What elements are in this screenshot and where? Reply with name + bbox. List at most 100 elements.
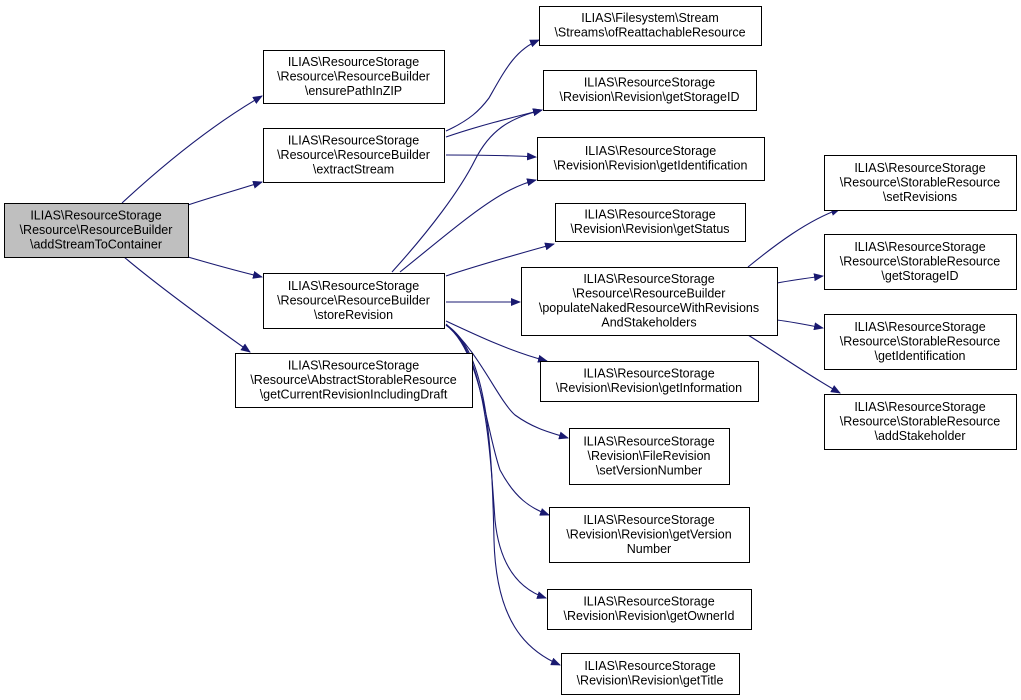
node-getCurrentRevisionIncludingDraft[interactable]: ILIAS\ResourceStorage\Resource\AbstractS… [235,353,473,408]
edge-extractStream-to-rev_getIdentification [445,152,537,161]
edge-root-to-ensurePathInZIP [121,95,263,204]
node-label-line: \Resource\StorableResource [840,254,1001,268]
node-label-line: \setVersionNumber [596,463,702,477]
node-label-line: \Revision\Revision\getOwnerId [564,609,735,623]
edge-root-to-extractStream [187,180,263,206]
edges [121,39,841,666]
node-label-line: AndStakeholders [601,316,696,330]
node-box [547,589,752,630]
node-rev_getIdentification[interactable]: ILIAS\ResourceStorage\Revision\Revision\… [537,137,765,181]
edge-extractStream-to-ofReattachableResource [445,39,540,132]
edge-storeRevision-to-rev_getStorageID [391,108,543,273]
edge-root-to-storeRevision [187,256,263,279]
node-box [824,314,1017,370]
node-label-line: \Revision\Revision\getIdentification [554,159,748,173]
node-label-line: ILIAS\ResourceStorage [584,659,715,673]
node-extractStream[interactable]: ILIAS\ResourceStorage\Resource\ResourceB… [263,128,445,183]
node-rev_getOwnerId[interactable]: ILIAS\ResourceStorage\Revision\Revision\… [547,589,752,630]
node-label-line: \Resource\ResourceBuilder [277,69,430,83]
node-rev_getVersionNumber[interactable]: ILIAS\ResourceStorage\Revision\Revision\… [549,507,750,563]
node-label-line: \addStreamToContainer [30,237,162,251]
node-label-line: \getIdentification [874,349,965,363]
node-rev_getStatus[interactable]: ILIAS\ResourceStorage\Revision\Revision\… [555,203,746,242]
node-label-line: ILIAS\ResourceStorage [288,358,419,372]
node-label-line: \Streams\ofReattachableResource [554,26,745,40]
node-box [537,137,765,181]
node-box [824,394,1017,450]
node-ensurePathInZIP[interactable]: ILIAS\ResourceStorage\Resource\ResourceB… [263,50,445,104]
node-label-line: \Revision\Revision\getInformation [556,381,742,395]
node-label-line: \Resource\StorableResource [840,414,1001,428]
node-label-line: ILIAS\ResourceStorage [583,513,714,527]
node-box [569,428,730,485]
node-rev_getStorageID[interactable]: ILIAS\ResourceStorage\Revision\Revision\… [543,70,757,111]
node-label-line: \Revision\Revision\getTitle [577,674,724,688]
node-label-line: ILIAS\ResourceStorage [584,76,715,90]
node-label-line: \setRevisions [883,190,957,204]
node-label-line: ILIAS\ResourceStorage [583,595,714,609]
node-label-line: ILIAS\ResourceStorage [854,161,985,175]
node-label-line: \addStakeholder [874,429,965,443]
node-sr_addStakeholder[interactable]: ILIAS\ResourceStorage\Resource\StorableR… [824,394,1017,450]
node-label-line: Number [627,542,671,556]
edge-storeRevision-to-rev_getTitle [445,324,561,666]
node-box [521,267,778,336]
node-label-line: ILIAS\ResourceStorage [585,144,716,158]
node-label-line: \Resource\StorableResource [840,175,1001,189]
node-label-line: ILIAS\ResourceStorage [30,208,161,222]
node-box [824,234,1017,290]
node-sr_getIdentification[interactable]: ILIAS\ResourceStorage\Resource\StorableR… [824,314,1017,370]
node-label-line: ILIAS\ResourceStorage [583,367,714,381]
node-box [555,203,746,242]
node-label-line: ILIAS\Filesystem\Stream [581,11,719,25]
node-box [263,50,445,104]
edge-populateNaked-to-sr_getIdentification [776,319,824,331]
node-root[interactable]: ILIAS\ResourceStorage\Resource\ResourceB… [4,203,189,258]
node-label-line: ILIAS\ResourceStorage [584,208,715,222]
edge-storeRevision-to-rev_getInformation [445,320,548,363]
node-label-line: \ensurePathInZIP [305,84,402,98]
node-label-line: \Revision\FileRevision [588,449,711,463]
node-label-line: ILIAS\ResourceStorage [854,400,985,414]
node-setVersionNumber[interactable]: ILIAS\ResourceStorage\Revision\FileRevis… [569,428,730,485]
edge-root-to-getCurrentRevisionIncludingDraft [123,256,251,353]
node-box [543,70,757,111]
node-label-line: \Revision\Revision\getStorageID [560,90,740,104]
node-box [561,653,740,695]
node-label-line: \Resource\ResourceBuilder [20,223,173,237]
edge-populateNaked-to-sr_getStorageID [776,273,824,284]
node-label-line: ILIAS\ResourceStorage [288,55,419,69]
node-label-line: ILIAS\ResourceStorage [583,434,714,448]
node-label-line: \getStorageID [881,269,958,283]
node-populateNaked[interactable]: ILIAS\ResourceStorage\Resource\ResourceB… [521,267,778,336]
node-label-line: \Resource\ResourceBuilder [277,148,430,162]
node-label-line: \populateNakedResourceWithRevisions [539,301,759,315]
node-box [824,155,1017,211]
node-label-line: \Resource\AbstractStorableResource [250,373,456,387]
node-storeRevision[interactable]: ILIAS\ResourceStorage\Resource\ResourceB… [263,273,445,329]
node-box [549,507,750,563]
node-box [539,6,762,46]
node-label-line: ILIAS\ResourceStorage [854,240,985,254]
node-label-line: \getCurrentRevisionIncludingDraft [260,387,448,401]
edge-populateNaked-to-sr_addStakeholder [747,334,841,394]
nodes: ILIAS\ResourceStorage\Resource\ResourceB… [4,6,1017,695]
node-box [4,203,189,258]
node-label-line: ILIAS\ResourceStorage [854,320,985,334]
node-label-line: ILIAS\ResourceStorage [288,133,419,147]
node-ofReattachableResource[interactable]: ILIAS\Filesystem\Stream\Streams\ofReatta… [539,6,762,46]
edge-populateNaked-to-sr_setRevisions [747,208,841,268]
node-label-line: \Resource\StorableResource [840,334,1001,348]
node-label-line: \Resource\ResourceBuilder [573,287,726,301]
node-box [263,273,445,329]
node-box [540,361,759,402]
node-rev_getTitle[interactable]: ILIAS\ResourceStorage\Revision\Revision\… [561,653,740,695]
node-sr_getStorageID[interactable]: ILIAS\ResourceStorage\Resource\StorableR… [824,234,1017,290]
node-label-line: ILIAS\ResourceStorage [583,272,714,286]
node-rev_getInformation[interactable]: ILIAS\ResourceStorage\Revision\Revision\… [540,361,759,402]
node-label-line: \Revision\Revision\getStatus [570,222,729,236]
node-sr_setRevisions[interactable]: ILIAS\ResourceStorage\Resource\StorableR… [824,155,1017,211]
node-box [263,128,445,183]
node-box [235,353,473,408]
